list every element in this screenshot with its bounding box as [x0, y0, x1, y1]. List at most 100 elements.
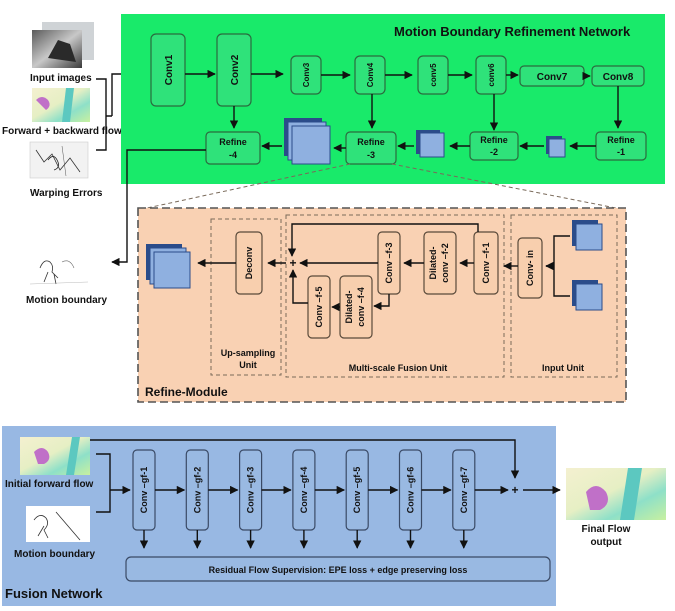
refine-module-title: Refine-Module: [145, 385, 228, 399]
conv-f5-node: Conv –f-5: [307, 275, 331, 339]
convf3-to-dilatedf4-arrow: [373, 294, 390, 311]
final-flow-thumbnail: [566, 468, 666, 520]
input-feature-map-bottom: [572, 280, 603, 311]
supervision-bar: Residual Flow Supervision: EPE loss + ed…: [125, 556, 551, 582]
motion-boundary-output-label: Motion boundary: [26, 295, 108, 306]
flow-thumbnail: [32, 88, 90, 122]
feature-map-large: [284, 118, 331, 165]
input-unit-box: [510, 214, 618, 378]
refine4-label-line2: -4: [229, 150, 237, 160]
refine4-node: Refine -4: [205, 131, 261, 165]
conv-in-node: Conv- in: [517, 237, 543, 299]
conv1-label: Conv1: [164, 54, 175, 85]
conv7-label: Conv7: [537, 72, 568, 83]
refine4-label-line1: Refine: [219, 137, 247, 147]
conv-gf-6-node: Conv –gf-6: [398, 449, 452, 549]
conv2-node: Conv2: [216, 33, 252, 107]
dilated-f2-label-line2: conv –f-2: [440, 243, 450, 283]
conv-f1-label: Conv –f-1: [481, 242, 491, 283]
conv3-node: Conv3: [290, 55, 322, 95]
refine4-to-output-arrow: [111, 149, 206, 267]
conv-f5-label: Conv –f-5: [314, 286, 324, 327]
conv1-node: Conv1: [150, 33, 186, 107]
input-feature-map-top: [572, 220, 603, 251]
refine2-label-line2: -2: [490, 147, 498, 157]
conv6-node: conv6: [475, 55, 507, 95]
zoom-line-right: [391, 163, 627, 211]
fusion-motion-boundary-thumbnail: [26, 506, 90, 542]
initial-flow-thumbnail: [20, 437, 90, 475]
fusion-title: Fusion Network: [5, 586, 103, 601]
input-bracket: [96, 78, 112, 151]
fusion-plus-sign: +: [511, 483, 518, 497]
skip-to-plus-arrow: [287, 223, 479, 257]
dilated-f2-label-line1: Dilated-: [428, 246, 438, 279]
conv-gf-1-node: Conv –gf-1: [132, 449, 186, 549]
warping-errors-label: Warping Errors: [30, 188, 103, 199]
supervision-label: Residual Flow Supervision: EPE loss + ed…: [209, 565, 468, 575]
convf5-to-plus-arrow: [288, 269, 308, 304]
conv4-label: Conv4: [366, 62, 375, 87]
refine-plus-sign: +: [289, 256, 296, 270]
conv2-label: Conv2: [230, 54, 241, 85]
fusion-unit-box: [285, 214, 505, 378]
conv-gf-5-node: Conv –gf-5: [345, 449, 399, 549]
conv-f3-label: Conv –f-3: [384, 242, 394, 283]
conv5-label: conv5: [429, 63, 438, 87]
conv-f3-node: Conv –f-3: [377, 231, 401, 295]
refine1-label-line1: Refine: [607, 135, 635, 145]
conv-gf-4-node: Conv –gf-4: [292, 449, 346, 549]
refine1-label-line2: -1: [617, 147, 625, 157]
input-images-label: Input images: [30, 73, 92, 84]
flow-label: Forward + backward flow: [2, 126, 122, 137]
conv-gf-5-label: Conv –gf-5: [352, 467, 362, 514]
refine-output-feature-map: [146, 244, 191, 289]
dilated-f4-label-line1: Dilated-: [344, 290, 354, 323]
conv-gf-2-label: Conv –gf-2: [192, 467, 202, 514]
conv-f1-node: Conv –f-1: [473, 231, 499, 295]
fusion-motion-boundary-label: Motion boundary: [14, 549, 96, 560]
mbrn-title: Motion Boundary Refinement Network: [394, 24, 631, 39]
conv-gf-4-label: Conv –gf-4: [299, 467, 309, 514]
conv-gf-3-node: Conv –gf-3: [239, 449, 292, 549]
feature-map-medium: [416, 130, 445, 158]
upsampling-unit-label-line1: Up-sampling: [221, 348, 276, 358]
input-unit-label: Input Unit: [542, 363, 584, 373]
deconv-node: Deconv: [235, 231, 263, 295]
feature-map-small: [546, 136, 566, 158]
conv8-label: Conv8: [603, 72, 634, 83]
conv-gf-6-label: Conv –gf-6: [406, 467, 416, 514]
input-images-thumbnail: [32, 22, 94, 68]
refine3-label-line1: Refine: [357, 137, 385, 147]
fusion-skip-arrow: [90, 439, 520, 479]
conv7-node: Conv7: [519, 65, 585, 87]
refine2-node: Refine -2: [469, 131, 519, 161]
deconv-label: Deconv: [244, 247, 254, 280]
conv6-label: conv6: [487, 63, 496, 87]
conv3-label: Conv3: [302, 62, 311, 87]
conv-gf-7-label: Conv –gf-7: [459, 467, 469, 514]
dilated-conv-f2-node: Dilated- conv –f-2: [423, 231, 457, 295]
upsampling-unit-label-line2: Unit: [239, 360, 257, 370]
dilated-f4-label-line2: conv –f-4: [356, 287, 366, 327]
refine1-node: Refine -1: [595, 131, 647, 161]
conv-gf-2-node: Conv –gf-2: [185, 449, 239, 549]
conv5-node: conv5: [417, 55, 449, 95]
refine2-label-line1: Refine: [480, 135, 508, 145]
fusion-unit-label: Multi-scale Fusion Unit: [349, 363, 448, 373]
fusion-input-bracket: [96, 453, 111, 513]
conv8-node: Conv8: [591, 65, 645, 87]
upsampling-unit-box: [210, 218, 282, 376]
refine3-label-line2: -3: [367, 150, 375, 160]
conv-in-label: Conv- in: [525, 250, 535, 286]
initial-flow-label: Initial forward flow: [5, 479, 94, 490]
refine3-node: Refine -3: [345, 131, 397, 165]
warping-errors-thumbnail: [29, 141, 89, 179]
conv-gf-3-label: Conv –gf-3: [246, 467, 256, 514]
conv4-node: Conv4: [354, 55, 386, 95]
motion-boundary-output-thumbnail: [29, 260, 89, 285]
gf-nodes-layer: Conv –gf-1 Conv –gf-2 Conv –gf-3 Conv –gf-4…: [132, 449, 509, 549]
conv-gf-7-node: Conv –gf-7: [452, 449, 509, 549]
final-flow-label-line2: output: [590, 537, 622, 548]
